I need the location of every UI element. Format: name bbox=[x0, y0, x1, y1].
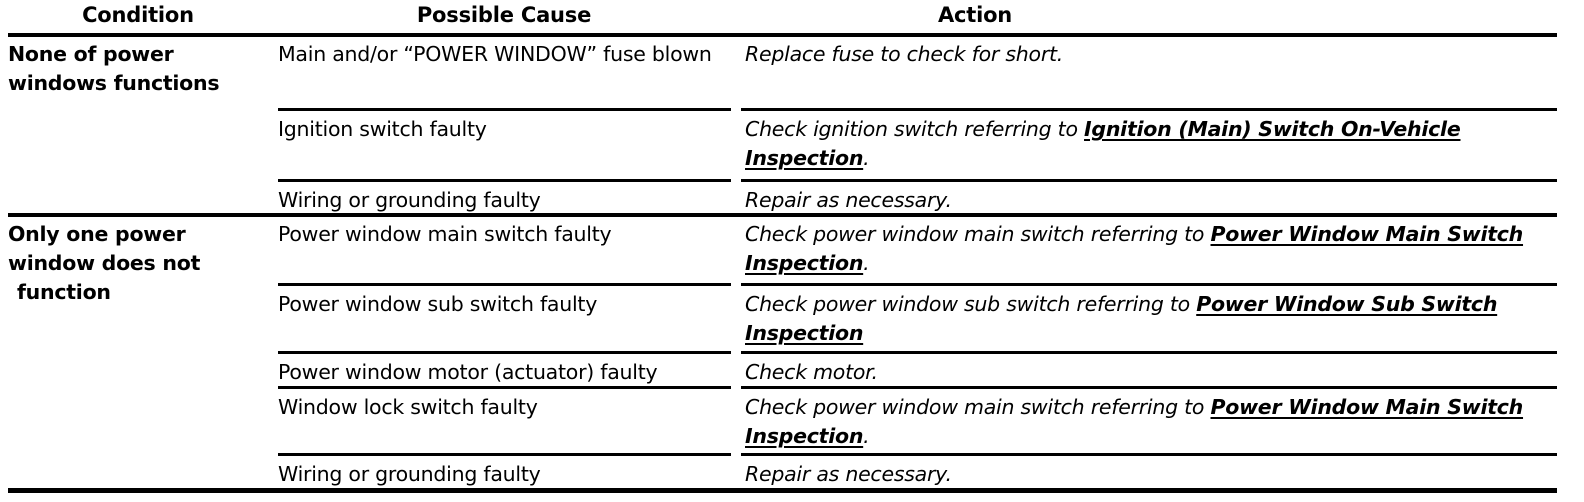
row-divider-rule bbox=[278, 108, 731, 111]
group-divider-rule bbox=[8, 213, 1557, 217]
condition-line: windows functions bbox=[8, 71, 220, 95]
action-cell: Check power window sub switch referring … bbox=[745, 283, 1567, 351]
possible-cause-cell: Ignition switch faulty bbox=[278, 117, 487, 141]
row-divider-rule bbox=[278, 283, 731, 286]
row-divider-rule bbox=[278, 179, 731, 182]
action-cross-reference-link[interactable]: Power Window Main Switch Inspection bbox=[745, 395, 1524, 448]
row-divider-rule bbox=[278, 351, 731, 354]
possible-cause-cell: Window lock switch faulty bbox=[278, 395, 538, 419]
action-cross-reference-link[interactable]: Power Window Sub Switch Inspection bbox=[745, 292, 1498, 345]
condition-line: None of power bbox=[8, 42, 174, 66]
action-text: Repair as necessary. bbox=[745, 462, 952, 486]
condition-line: Only one power bbox=[8, 222, 186, 246]
column-header-possible-cause: Possible Cause bbox=[416, 3, 592, 27]
condition-line: window does not bbox=[8, 251, 201, 275]
row-divider-rule bbox=[741, 108, 1557, 111]
action-cell: Check power window main switch referring… bbox=[745, 213, 1567, 283]
action-text-suffix: . bbox=[863, 424, 870, 448]
condition-line: function bbox=[17, 280, 111, 304]
action-text: Repair as necessary. bbox=[745, 188, 952, 212]
table-header-row: Condition Possible Cause Action bbox=[0, 0, 1584, 33]
action-cell: Check ignition switch referring to Ignit… bbox=[745, 108, 1567, 179]
action-cross-reference-link[interactable]: Power Window Main Switch Inspection bbox=[745, 222, 1524, 275]
column-header-action: Action bbox=[937, 3, 1013, 27]
action-cross-reference-link[interactable]: Ignition (Main) Switch On-Vehicle Inspec… bbox=[745, 117, 1461, 170]
row-divider-rule bbox=[741, 179, 1557, 182]
row-divider-rule bbox=[741, 453, 1557, 456]
condition-cell: None of power windows functions bbox=[8, 33, 268, 213]
action-cell: Replace fuse to check for short. bbox=[745, 33, 1567, 108]
action-text: Check ignition switch referring to bbox=[745, 117, 1085, 141]
action-cell: Check power window main switch referring… bbox=[745, 386, 1567, 453]
action-cell: Repair as necessary. bbox=[745, 453, 1567, 488]
action-text-suffix: . bbox=[863, 146, 870, 170]
row-divider-rule bbox=[741, 283, 1557, 286]
action-cell: Check motor. bbox=[745, 351, 1567, 386]
action-text-suffix: . bbox=[863, 251, 870, 275]
row-divider-rule bbox=[278, 386, 731, 389]
possible-cause-cell: Power window sub switch faulty bbox=[278, 292, 598, 316]
group-divider-rule bbox=[8, 33, 1557, 37]
row-divider-rule bbox=[278, 453, 731, 456]
possible-cause-cell: Main and/or “POWER WINDOW” fuse blown bbox=[278, 42, 712, 66]
action-text: Check power window sub switch referring … bbox=[745, 292, 1197, 316]
possible-cause-cell: Wiring or grounding faulty bbox=[278, 462, 541, 486]
row-divider-rule bbox=[741, 386, 1557, 389]
row-divider-rule bbox=[741, 351, 1557, 354]
action-text: Replace fuse to check for short. bbox=[745, 42, 1064, 66]
possible-cause-cell: Power window main switch faulty bbox=[278, 222, 612, 246]
action-text: Check power window main switch referring… bbox=[745, 395, 1211, 419]
action-text: Check motor. bbox=[745, 360, 878, 384]
action-text: Check power window main switch referring… bbox=[745, 222, 1211, 246]
action-cell: Repair as necessary. bbox=[745, 179, 1567, 213]
column-header-condition: Condition bbox=[82, 3, 194, 27]
table-bottom-rule bbox=[8, 488, 1557, 493]
possible-cause-cell: Power window motor (actuator) faulty bbox=[278, 360, 658, 384]
condition-cell: Only one power window does not function bbox=[8, 213, 268, 488]
possible-cause-cell: Wiring or grounding faulty bbox=[278, 188, 541, 212]
